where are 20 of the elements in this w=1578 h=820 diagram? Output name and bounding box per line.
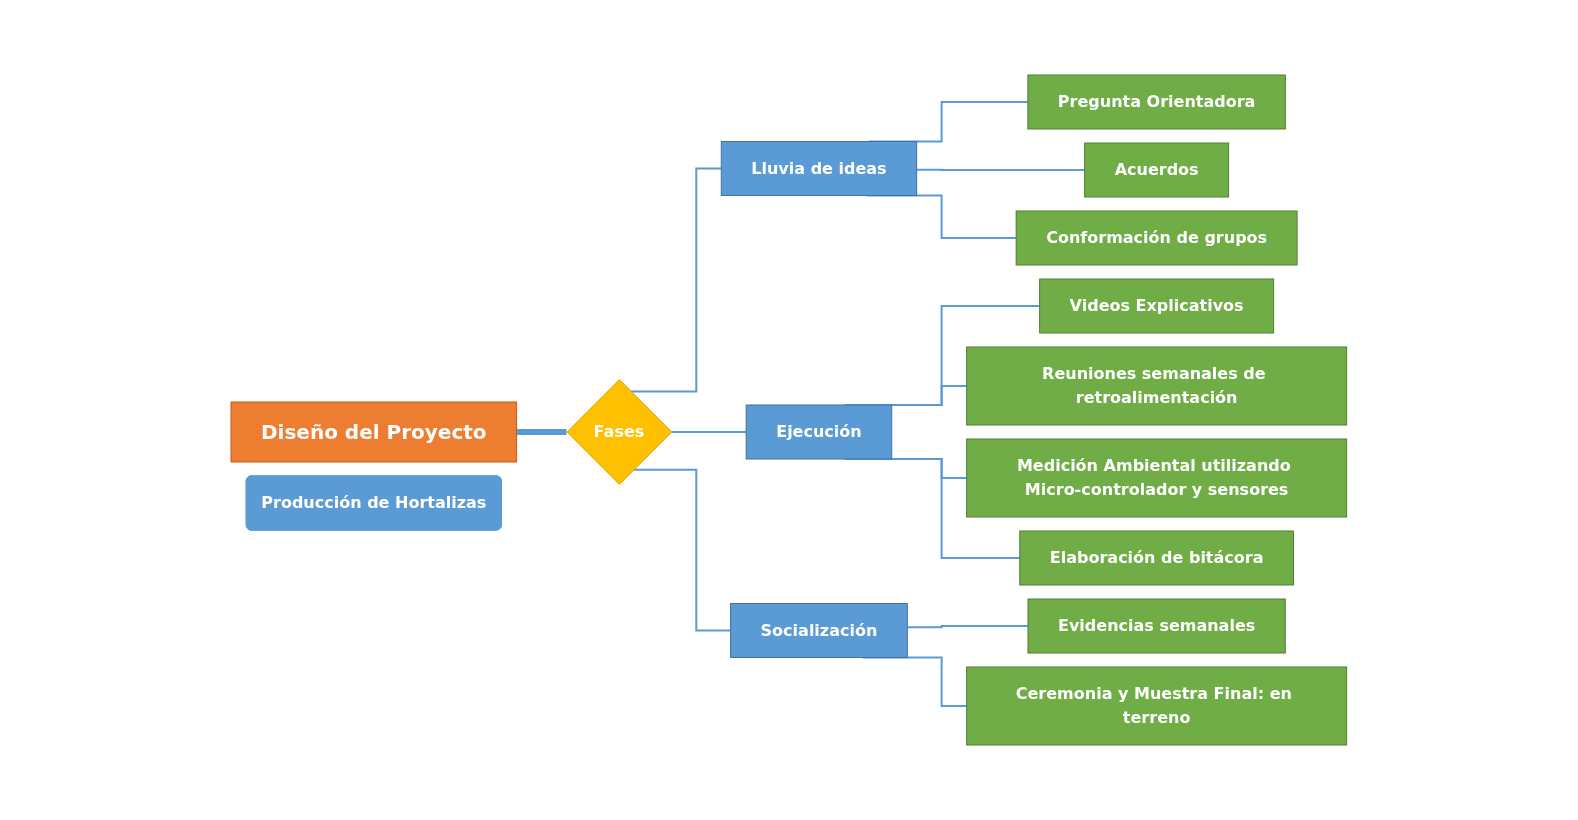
- connector: [516, 429, 570, 435]
- node-box: Reuniones semanales de retroalimentación: [966, 346, 1348, 426]
- connector: [670, 431, 748, 433]
- node-box: Elaboración de bitácora: [1019, 530, 1295, 586]
- node-box: Conformación de grupos: [1015, 210, 1298, 266]
- connector: [915, 168, 1086, 171]
- node-box: Diseño del Proyecto: [230, 401, 518, 463]
- node-box: Acuerdos: [1084, 142, 1230, 198]
- node-box: Ejecución: [745, 404, 893, 460]
- node-box: Videos Explicativos: [1039, 278, 1275, 334]
- connector: [906, 625, 1030, 629]
- node-box: Evidencias semanales: [1027, 598, 1286, 654]
- connector: [890, 385, 968, 406]
- node-diamond: Fases: [566, 379, 673, 485]
- node-box: Ceremonia y Muestra Final: en terreno: [966, 666, 1348, 746]
- node-box: Socialización: [730, 603, 908, 658]
- node-box: Lluvia de ideas: [720, 141, 918, 196]
- connector: [630, 167, 723, 393]
- node-box: Medición Ambiental utilizando Micro-controlador y sensores: [966, 438, 1348, 518]
- node-box: Pregunta Orientadora: [1027, 74, 1287, 130]
